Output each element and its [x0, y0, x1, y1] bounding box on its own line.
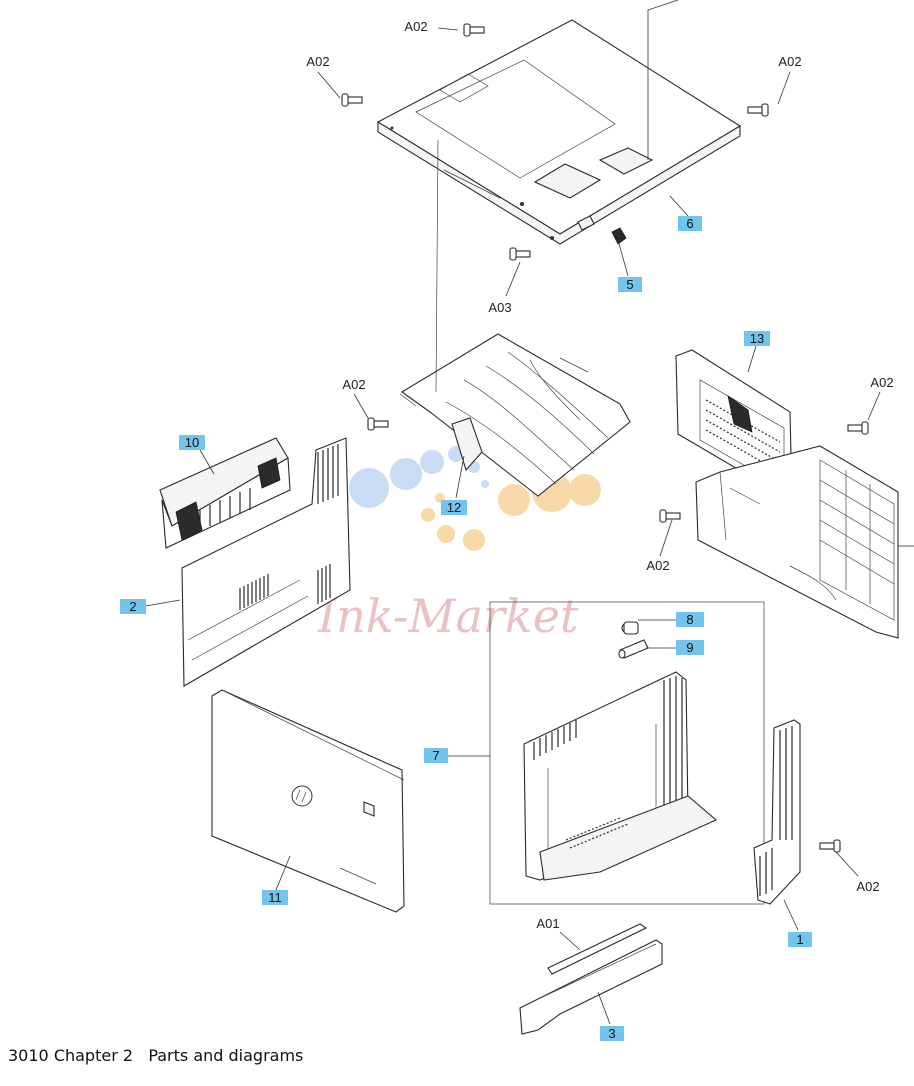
svg-text:12: 12 [447, 500, 461, 515]
label-a02-right-cover: A02 [646, 558, 669, 573]
label-a03: A03 [488, 300, 511, 315]
callout-10: 10 [179, 435, 205, 450]
svg-text:3: 3 [608, 1026, 615, 1041]
svg-text:13: 13 [750, 331, 764, 346]
fastener-labels: A02 A02 A02 A03 A02 A02 A02 A02 A01 [306, 19, 893, 931]
callout-2: 2 [120, 599, 146, 614]
footer-page-number: 3010 [8, 1046, 49, 1065]
part-roller-9 [618, 639, 649, 659]
watermark-text: Ink-Market [317, 589, 579, 643]
callout-3: 3 [600, 1026, 624, 1041]
part-output-bin [399, 333, 631, 497]
part-right-cover [695, 445, 899, 639]
callout-12: 12 [441, 500, 467, 515]
svg-text:6: 6 [686, 216, 693, 231]
part-roller-8 [621, 621, 639, 635]
callout-5: 5 [618, 277, 642, 292]
footer-chapter: Chapter 2 [53, 1046, 134, 1065]
label-a02-mid-right: A02 [870, 375, 893, 390]
svg-text:8: 8 [686, 612, 693, 627]
callout-1: 1 [788, 932, 812, 947]
svg-text:2: 2 [129, 599, 136, 614]
watermark-dots [317, 446, 601, 551]
callout-9: 9 [676, 640, 704, 655]
svg-text:1: 1 [796, 932, 803, 947]
page-footer: 3010 Chapter 2 Parts and diagrams [8, 1046, 303, 1065]
part-bottom-rail [519, 939, 663, 1035]
label-a02-left-top: A02 [306, 54, 329, 69]
callouts: 6 5 13 10 12 2 8 9 7 11 1 3 [120, 216, 812, 1041]
label-a02-bottom-right: A02 [856, 879, 879, 894]
svg-text:7: 7 [432, 748, 439, 763]
part-a01-bar [547, 923, 648, 975]
label-a01: A01 [536, 916, 559, 931]
part-left-cover [181, 437, 351, 687]
svg-text:10: 10 [185, 435, 199, 450]
callout-7: 7 [424, 748, 448, 763]
label-a02-mid-left: A02 [342, 377, 365, 392]
callout-8: 8 [676, 612, 704, 627]
svg-text:11: 11 [268, 890, 282, 905]
part-latch [611, 227, 627, 245]
watermark: Ink-Market [317, 446, 601, 643]
svg-text:5: 5 [626, 277, 633, 292]
callout-11: 11 [262, 890, 288, 905]
part-tray-assembly [523, 671, 718, 881]
tray-assembly-frame [489, 601, 765, 905]
callout-13: 13 [744, 331, 770, 346]
alignment-line [435, 139, 439, 393]
part-right-strip [753, 719, 801, 905]
part-top-assembly [159, 437, 291, 549]
callout-6: 6 [678, 216, 702, 231]
part-front-door [211, 689, 405, 913]
leader-lines [145, 0, 914, 1025]
label-a02-right-top: A02 [778, 54, 801, 69]
footer-section: Parts and diagrams [148, 1046, 304, 1065]
screw-icons [341, 23, 869, 853]
svg-text:9: 9 [686, 640, 693, 655]
part-top-cover [376, 19, 742, 245]
label-a02-top: A02 [404, 19, 427, 34]
